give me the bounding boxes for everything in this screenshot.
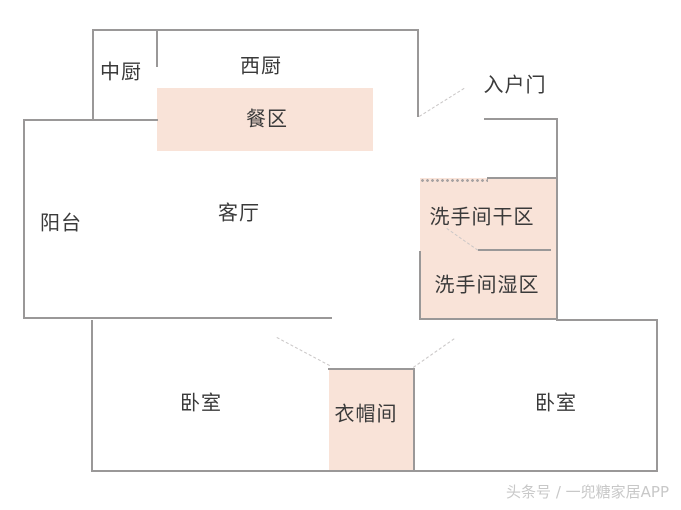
wall-living-top <box>23 119 158 121</box>
watermark: 头条号 / 一兜糖家居APP <box>506 483 669 501</box>
bedroom-left-door-swing <box>276 337 330 367</box>
wall-living-bottom <box>23 317 332 319</box>
bathroom-fill <box>420 178 556 318</box>
entrance-door-label: 入户门 <box>483 72 547 97</box>
room-label-dining-area: 餐区 <box>246 106 288 131</box>
wall-closet-top <box>328 368 414 370</box>
dining-area-fill <box>157 88 373 151</box>
room-label-bathroom-wet: 洗手间湿区 <box>434 272 540 297</box>
room-label-western-kitchen: 西厨 <box>240 53 282 78</box>
room-label-bedroom-left: 卧室 <box>180 390 222 415</box>
bedroom-right-door-swing <box>413 338 455 368</box>
wall-bathroom-divider <box>478 249 551 251</box>
wall-bathroom-left <box>419 251 421 320</box>
wall-bathroom-top <box>487 177 557 179</box>
wall-bedroom-left <box>91 320 93 472</box>
wall-kitchen-left <box>92 29 94 120</box>
wall-bedrooms-bottom <box>91 470 658 472</box>
room-label-chinese-kitchen: 中厨 <box>100 59 142 84</box>
wall-closet-right <box>413 368 415 472</box>
wall-bathroom-right <box>556 118 558 320</box>
closet-fill <box>329 369 413 470</box>
wall-entrance-right <box>484 118 557 120</box>
wall-kitchen-divider <box>156 29 158 67</box>
wall-bathroom-bottom <box>419 318 558 320</box>
room-label-living-room: 客厅 <box>218 200 260 225</box>
room-label-bathroom-dry: 洗手间干区 <box>429 204 535 229</box>
room-label-bedroom-right: 卧室 <box>535 390 577 415</box>
bathroom-dotted-opening <box>420 178 488 183</box>
wall-kitchen-top <box>92 29 419 31</box>
room-label-walk-in-closet: 衣帽间 <box>334 401 398 426</box>
entrance-door-swing <box>419 87 465 117</box>
wall-bedroom-right-top <box>556 319 657 321</box>
room-label-balcony: 阳台 <box>40 210 82 235</box>
wall-bedroom-right-right <box>656 319 658 472</box>
wall-living-left <box>23 119 25 318</box>
wall-kitchen-right <box>417 29 419 117</box>
